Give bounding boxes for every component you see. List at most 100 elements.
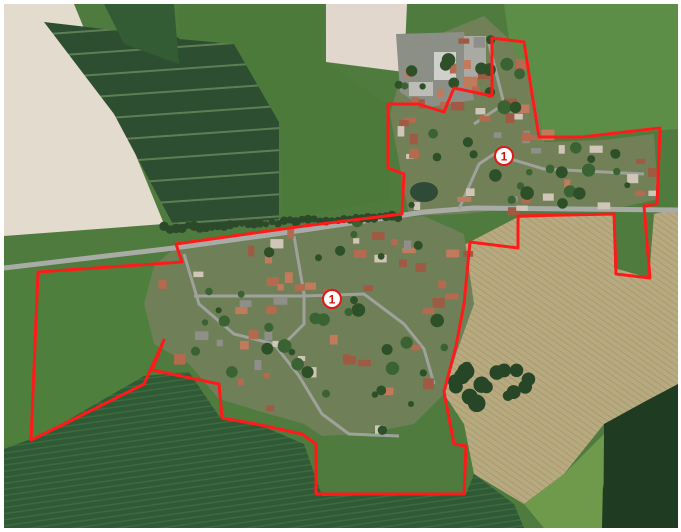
tree [587, 155, 596, 164]
building [542, 193, 554, 201]
tree [238, 220, 246, 227]
building [357, 359, 371, 367]
tree [205, 287, 213, 296]
building [193, 271, 204, 278]
tree [462, 137, 473, 148]
tree [218, 315, 230, 327]
tree [428, 128, 438, 139]
tree [213, 222, 223, 231]
tree [408, 201, 415, 208]
field-green-west [4, 266, 162, 444]
building [522, 132, 531, 142]
building [403, 240, 412, 251]
tree [207, 222, 217, 231]
building [409, 148, 419, 159]
tree [507, 195, 516, 204]
tree [545, 164, 555, 174]
building [415, 263, 427, 273]
building [216, 339, 223, 347]
building [390, 238, 398, 245]
tree [263, 247, 275, 258]
building [512, 113, 523, 120]
tree [469, 150, 478, 159]
tree [255, 219, 265, 228]
building [371, 232, 385, 240]
building [493, 132, 502, 138]
tree [440, 343, 449, 352]
tree [385, 361, 400, 375]
building [412, 344, 421, 351]
building [422, 308, 435, 315]
building [449, 63, 457, 74]
tree [521, 372, 536, 387]
tree [563, 185, 577, 198]
building [648, 190, 658, 196]
pond [410, 182, 438, 202]
building [438, 280, 447, 289]
aerial-map[interactable]: 1 1 [4, 4, 678, 528]
building [530, 135, 541, 140]
tree [291, 357, 304, 371]
tree [497, 100, 512, 115]
cadastral-boundary-outline [29, 36, 662, 496]
map-marker-label: 1 [501, 150, 508, 164]
building [294, 284, 305, 291]
building [195, 331, 209, 341]
tree [448, 374, 462, 389]
building [284, 272, 293, 283]
building [342, 354, 351, 361]
building [297, 356, 306, 361]
tree [467, 394, 486, 413]
map-canvas: 1 1 [4, 4, 678, 528]
tree [475, 62, 488, 75]
building [531, 148, 542, 154]
building [264, 331, 273, 341]
village-road [282, 235, 306, 346]
tree [461, 365, 474, 379]
building [635, 190, 645, 196]
building [383, 387, 394, 396]
map-marker-north[interactable]: 1 [494, 146, 514, 166]
building [354, 249, 367, 258]
tree [413, 240, 423, 250]
building [517, 104, 530, 113]
building [158, 279, 167, 289]
building [473, 37, 486, 48]
tree [201, 319, 209, 326]
building [477, 69, 490, 80]
building [445, 293, 459, 300]
building [437, 88, 444, 98]
building [403, 117, 416, 123]
building [457, 196, 472, 202]
building [264, 253, 273, 264]
building [277, 284, 284, 291]
building [472, 86, 480, 93]
tree [268, 218, 276, 226]
building [463, 76, 478, 87]
tree [232, 221, 240, 228]
building [479, 116, 491, 122]
building [423, 378, 434, 390]
tree [350, 230, 358, 239]
tree [582, 163, 596, 177]
building [439, 101, 448, 108]
building [237, 378, 244, 386]
field-green-northeast [504, 4, 678, 139]
field-striped [44, 22, 279, 230]
tree [249, 219, 259, 229]
field-stubble-east [444, 209, 678, 504]
building [635, 158, 646, 164]
tree [237, 290, 245, 298]
tree [419, 369, 427, 377]
tree [351, 303, 366, 317]
tree [177, 223, 187, 234]
building [432, 298, 445, 308]
building [273, 297, 288, 305]
tree [377, 253, 385, 260]
map-marker-center[interactable]: 1 [322, 289, 342, 309]
tree [570, 142, 582, 154]
tree [502, 390, 514, 401]
tree [377, 425, 388, 435]
building [399, 259, 407, 268]
building [239, 300, 252, 307]
